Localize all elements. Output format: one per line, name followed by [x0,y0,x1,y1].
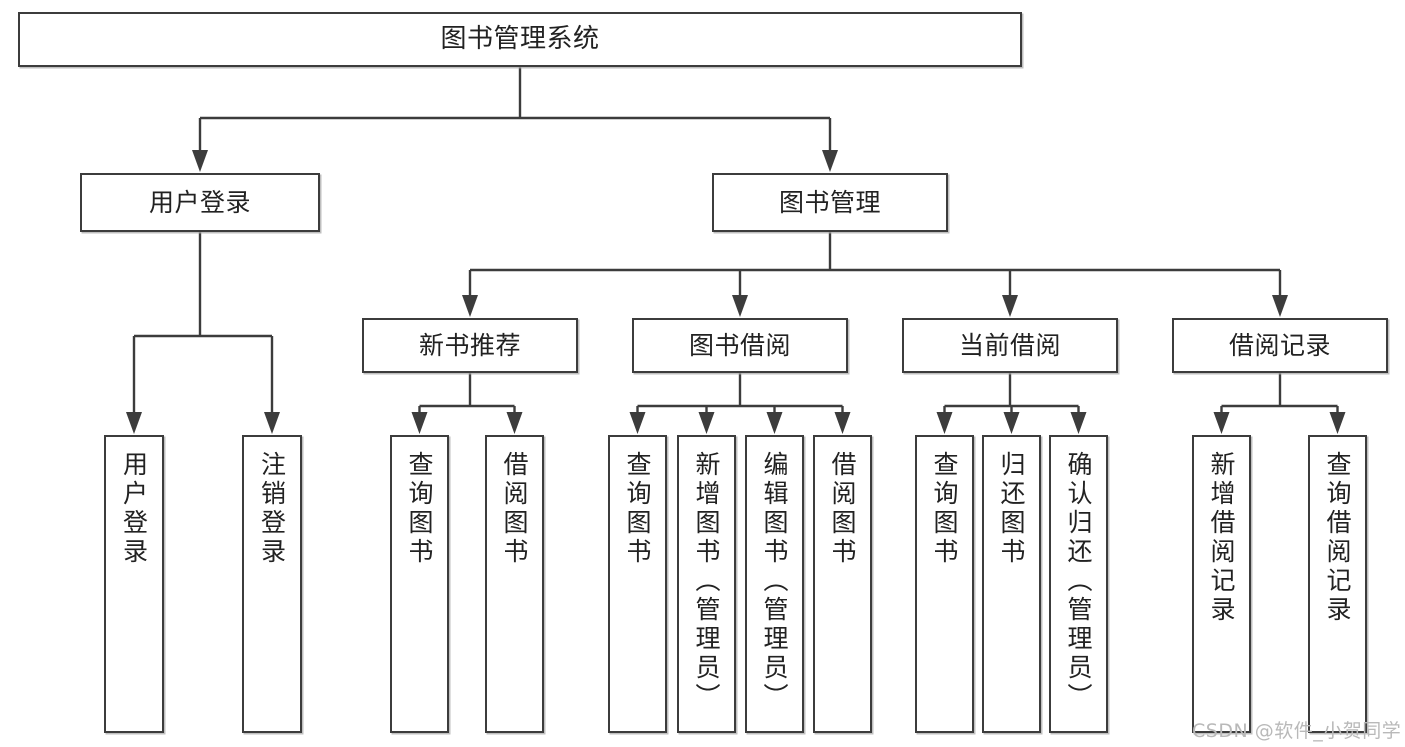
node-label: 图书借阅 [688,330,791,360]
node-leaf-rec-add[interactable]: 新增借阅记录 [1192,435,1251,733]
node-label: 借阅图书 [828,451,857,567]
arrow-head-borrow-record [1272,295,1288,317]
arrow-head-current-borrow [1002,295,1018,317]
node-book-manage[interactable]: 图书管理 [712,173,948,232]
node-label: 查询图书 [405,451,434,567]
node-label: 编辑图书（管理员） [760,451,789,712]
node-borrow-record[interactable]: 借阅记录 [1172,318,1388,373]
node-leaf-user-login[interactable]: 用户登录 [104,435,164,733]
arrow-head-leaf-user-logout [264,412,280,434]
node-label: 归还图书 [997,451,1026,567]
arrow-head-leaf-cur-return [1003,412,1020,434]
node-label: 图书管理系统 [440,24,600,55]
arrow-head-leaf-rec-query2 [1329,412,1346,434]
arrow-head-leaf-rec-query [411,412,428,434]
node-label: 注销登录 [257,451,287,567]
node-leaf-bor-add[interactable]: 新增图书（管理员） [677,435,736,733]
arrow-head-leaf-cur-query [936,412,953,434]
node-label: 查询图书 [623,451,652,567]
node-current-borrow[interactable]: 当前借阅 [902,318,1118,373]
node-leaf-cur-query[interactable]: 查询图书 [915,435,974,733]
node-leaf-cur-confirm[interactable]: 确认归还（管理员） [1049,435,1108,733]
arrow-head-leaf-user-login [126,412,142,434]
node-label: 查询借阅记录 [1323,451,1352,625]
node-user-login[interactable]: 用户登录 [80,173,320,232]
node-leaf-bor-edit[interactable]: 编辑图书（管理员） [745,435,804,733]
node-label: 新书推荐 [418,330,521,360]
node-leaf-bor-query[interactable]: 查询图书 [608,435,667,733]
node-label: 当前借阅 [958,330,1061,360]
arrow-head-leaf-bor-query [629,412,646,434]
arrow-head-leaf-cur-confirm [1070,412,1087,434]
node-leaf-rec-borrow[interactable]: 借阅图书 [485,435,544,733]
node-label: 用户登录 [148,187,251,217]
node-label: 新增借阅记录 [1207,451,1236,625]
node-label: 查询图书 [930,451,959,567]
node-label: 确认归还（管理员） [1064,451,1093,712]
node-leaf-rec-query[interactable]: 查询图书 [390,435,449,733]
node-label: 新增图书（管理员） [692,451,721,712]
arrow-head-leaf-bor-borrow [834,412,851,434]
arrow-head-book-manage [822,150,838,172]
node-leaf-cur-return[interactable]: 归还图书 [982,435,1041,733]
arrow-head-leaf-bor-add [698,412,715,434]
node-leaf-rec-query2[interactable]: 查询借阅记录 [1308,435,1367,733]
arrow-head-leaf-rec-add [1213,412,1230,434]
arrow-head-leaf-bor-edit [766,412,783,434]
node-label: 借阅记录 [1228,330,1331,360]
arrow-head-leaf-rec-borrow [506,412,523,434]
node-label: 用户登录 [119,451,149,567]
arrow-head-user-login [192,150,208,172]
arrow-head-new-book-rec [462,295,478,317]
node-root[interactable]: 图书管理系统 [18,12,1022,67]
node-new-book-rec[interactable]: 新书推荐 [362,318,578,373]
watermark: CSDN @软件_小贺同学 [1192,720,1402,742]
node-label: 图书管理 [778,187,881,217]
node-book-borrow[interactable]: 图书借阅 [632,318,848,373]
node-leaf-bor-borrow[interactable]: 借阅图书 [813,435,872,733]
arrow-head-book-borrow [732,295,748,317]
node-leaf-user-logout[interactable]: 注销登录 [242,435,302,733]
node-label: 借阅图书 [500,451,529,567]
